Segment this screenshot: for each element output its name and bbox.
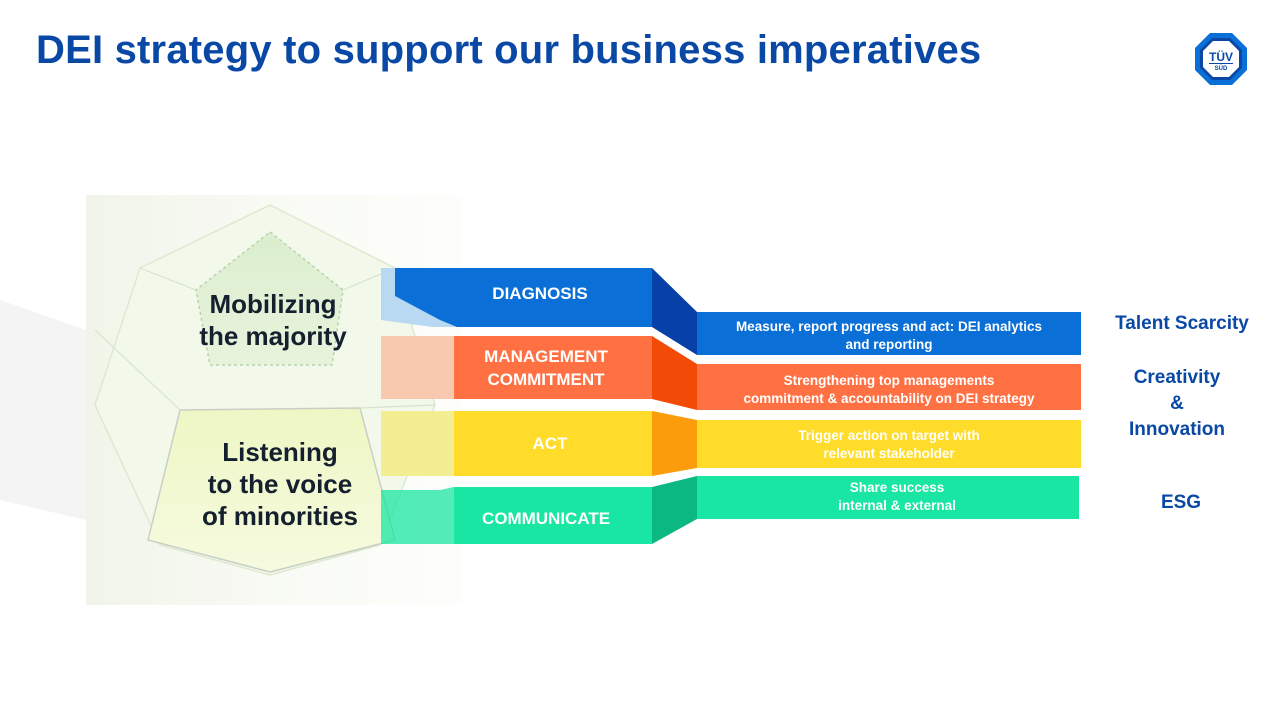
- pillar-desc-act: Trigger action on target with relevant s…: [798, 428, 980, 461]
- pillar-desc-management-commitment: Strengthening top managements commitment…: [743, 373, 1035, 406]
- imperative-esg: ESG: [1160, 492, 1202, 513]
- background-shadow: [0, 300, 86, 520]
- tuv-sud-logo: TÜV SÜD: [1195, 33, 1247, 85]
- top-pentagon: [195, 231, 344, 366]
- wedge-bottom-label: Listening to the voice of minorities: [190, 436, 370, 532]
- pillar-label-act: ACT: [532, 434, 568, 453]
- diagnosis-band: [381, 268, 1081, 355]
- wedge-top-label: Mobilizing the majority: [186, 288, 360, 352]
- dodecahedron-shape: [94, 204, 436, 576]
- act-band: [381, 411, 1081, 476]
- wedge-bottom-line2: to the voice: [207, 469, 353, 499]
- management-commitment-band: [381, 336, 1081, 410]
- pillar-desc-diagnosis: Measure, report progress and act: DEI an…: [735, 319, 1043, 352]
- wedge-bottom-line1: Listening: [222, 437, 338, 467]
- logo-text-line1: TÜV: [1209, 49, 1233, 64]
- imperative-talent-scarcity: Talent Scarcity: [1115, 313, 1249, 334]
- pillar-label-management-commitment: MANAGEMENT COMMITMENT: [484, 347, 608, 389]
- wedge-top-line1: Mobilizing: [209, 289, 337, 319]
- imperative-creativity-innovation: Creativity & Innovation: [1128, 367, 1226, 440]
- pillar-desc-communicate: Share success internal & external: [838, 480, 956, 513]
- wedge-top-line2: the majority: [199, 321, 347, 351]
- logo-text-line2: SÜD: [1215, 65, 1228, 72]
- communicate-band: [381, 476, 1079, 544]
- bottom-pentagon: [147, 407, 396, 573]
- slide-title: DEI strategy to support our business imp…: [36, 28, 982, 72]
- pillar-label-communicate: COMMUNICATE: [481, 509, 611, 528]
- pillar-label-diagnosis: DIAGNOSIS: [492, 284, 588, 303]
- wedge-bottom-line3: of minorities: [201, 501, 358, 531]
